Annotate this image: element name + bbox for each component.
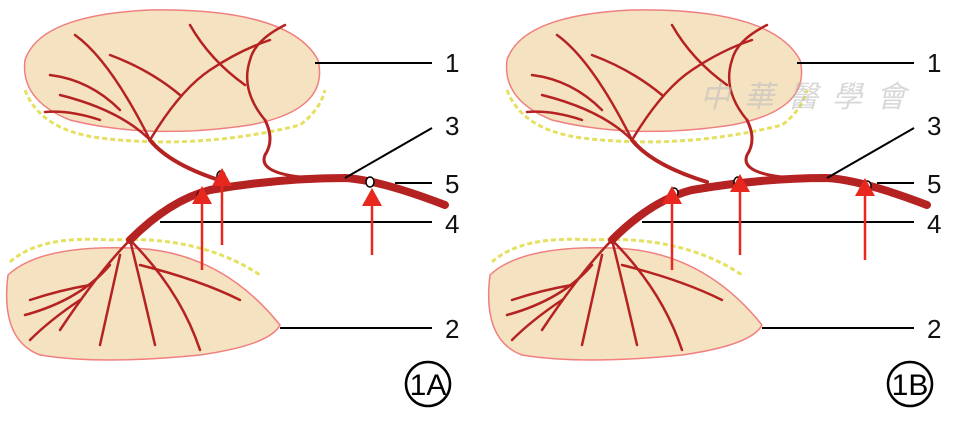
callout-number-4: 4 [927,209,941,239]
fat-upper [505,89,809,144]
upper-lobe [23,9,321,133]
upper-lobe-artery [590,53,664,97]
lower-lobe-artery [505,263,594,317]
lower-lobe-artery [128,238,202,352]
panel-1b: 1 2 3 4 5 1B [487,9,941,408]
lower-lobe-artery [28,298,82,342]
upper-lobe-artery [670,23,729,87]
panel-label-circle [404,360,452,408]
lower-lobe-artery [23,263,112,317]
upper-branch-vessel-2 [744,118,784,179]
red-arrow-icon [855,178,875,196]
upper-lobe-artery [540,93,634,142]
red-arrow-icon [362,188,382,206]
upper-lobe-artery [530,73,604,112]
upper-lobe [505,9,803,133]
upper-lobe-artery [43,110,102,122]
upper-lobe-artery [48,73,122,112]
lower-lobe [5,246,281,361]
callout-line-3 [826,127,915,179]
upper-lobe-artery [73,33,152,142]
upper-lobe-artery [525,110,584,122]
lower-lobe-artery [610,238,684,352]
main-vessel [608,173,931,244]
red-arrow-icon [212,168,232,186]
watermark: 中華醫學會 [700,80,920,115]
main-vessel [126,173,449,244]
callout-number-5: 5 [445,169,459,199]
upper-lobe-artery [148,38,272,142]
callout-number-2: 2 [927,314,941,344]
upper-branch-vessel-2 [262,118,302,179]
upper-lobe-artery [727,23,769,122]
upper-branch-vessel [148,138,227,184]
callout-number-3: 3 [445,111,459,141]
lower-lobe-artery [28,283,92,302]
panel-1a: 1 2 3 4 5 1A [5,9,459,408]
red-arrow-icon [662,186,682,204]
lower-lobe-artery [138,263,242,302]
upper-lobe-artery [245,23,287,122]
red-arrow-icon [730,174,750,192]
upper-branch-vessel [630,138,709,184]
upper-lobe-artery [58,93,152,142]
fat-upper [23,89,327,144]
callout-number-1: 1 [445,48,459,78]
lower-lobe-artery [128,238,157,347]
lower-lobe-artery [620,263,724,302]
callout-number-3: 3 [927,111,941,141]
callout-number-5: 5 [927,169,941,199]
upper-lobe-artery [555,33,634,142]
upper-lobe-artery [188,23,247,87]
fat-lower [490,237,743,277]
lower-lobe-artery [580,253,604,347]
upper-lobe-artery [108,53,182,97]
lower-lobe-artery [610,238,639,347]
lower-lobe-artery [510,283,574,302]
callout-number-4: 4 [445,209,459,239]
callout-number-1: 1 [927,48,941,78]
red-arrow-icon [192,186,212,204]
fat-lower [8,237,261,277]
panel-label: 1A [410,369,447,402]
lower-lobe-artery [510,298,564,342]
panel-label: 1B [892,369,929,402]
upper-lobe-artery [630,38,754,142]
lower-lobe-artery [98,253,122,347]
callout-line-3 [344,127,433,179]
panel-label-circle [886,360,934,408]
callout-number-2: 2 [445,314,459,344]
vessel-clip [365,176,375,188]
lower-lobe [487,246,763,361]
